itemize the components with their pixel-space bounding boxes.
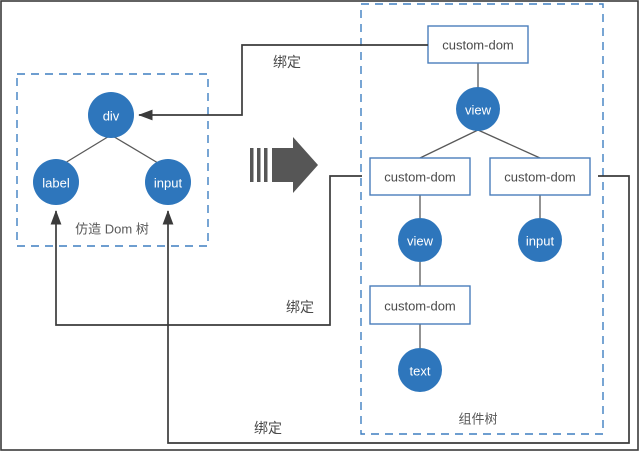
node-text-circle[interactable] [398, 348, 442, 392]
node-left-custom-dom[interactable]: custom-dom [369, 157, 471, 196]
node-text-label: text [410, 364, 431, 379]
edge-rootview-rightdom [477, 129, 541, 159]
transform-arrow-streak-2 [257, 148, 261, 182]
binding-top: 绑定 [138, 44, 428, 121]
node-inner-custom-dom-rect[interactable] [369, 285, 471, 325]
node-left-custom-dom-rect[interactable] [369, 157, 471, 196]
node-root-view[interactable]: view [456, 87, 500, 131]
node-inner-custom-dom-label: custom-dom [384, 299, 456, 314]
node-inner-custom-dom[interactable]: custom-dom [369, 285, 471, 325]
node-left-view-circle[interactable] [398, 218, 442, 262]
edge-rootview-leftdom [419, 129, 479, 159]
node-root-custom-dom[interactable]: custom-dom [427, 25, 529, 64]
node-right-custom-dom-rect[interactable] [489, 157, 591, 196]
transform-arrow-streak-3 [250, 148, 254, 182]
transform-arrow [250, 137, 318, 193]
node-input[interactable]: input [145, 159, 191, 205]
transform-arrow-head [272, 137, 318, 193]
node-root-view-circle[interactable] [456, 87, 500, 131]
node-left-view[interactable]: view [398, 218, 442, 262]
node-label-circle[interactable] [33, 159, 79, 205]
node-label[interactable]: label [33, 159, 79, 205]
node-label-text: label [42, 176, 70, 191]
edge-div-label [59, 134, 112, 167]
right-group: custom-dom view custom-dom custom-dom vi… [360, 3, 604, 435]
transform-arrow-streak-1 [264, 148, 268, 182]
node-text[interactable]: text [398, 348, 442, 392]
right-group-box [360, 3, 604, 435]
node-right-input-circle[interactable] [518, 218, 562, 262]
node-right-input[interactable]: input [518, 218, 562, 262]
node-right-input-label: input [526, 234, 555, 249]
node-root-custom-dom-rect[interactable] [427, 25, 529, 64]
binding-bottom: 绑定 [162, 175, 630, 444]
node-root-custom-dom-label: custom-dom [442, 38, 514, 53]
node-div[interactable]: div [88, 92, 134, 138]
right-group-caption: 组件树 [458, 412, 497, 427]
node-input-text: input [154, 176, 183, 191]
binding-top-label: 绑定 [273, 54, 301, 70]
node-root-view-label: view [465, 103, 492, 118]
node-right-custom-dom[interactable]: custom-dom [489, 157, 591, 196]
node-left-custom-dom-label: custom-dom [384, 170, 456, 185]
binding-bottom-label: 绑定 [254, 420, 282, 436]
node-left-view-label: view [407, 234, 434, 249]
node-input-circle[interactable] [145, 159, 191, 205]
binding-middle: 绑定 [50, 175, 362, 326]
node-right-custom-dom-label: custom-dom [504, 170, 576, 185]
binding-top-line [138, 44, 428, 121]
left-group-caption: 仿造 Dom 树 [75, 222, 149, 237]
node-div-label: div [103, 109, 120, 124]
binding-middle-line [50, 175, 362, 326]
node-div-circle[interactable] [88, 92, 134, 138]
edge-div-input [110, 134, 164, 167]
binding-bottom-line [162, 175, 630, 444]
binding-middle-label: 绑定 [286, 299, 314, 315]
left-group: div label input 仿造 Dom 树 [16, 73, 209, 247]
